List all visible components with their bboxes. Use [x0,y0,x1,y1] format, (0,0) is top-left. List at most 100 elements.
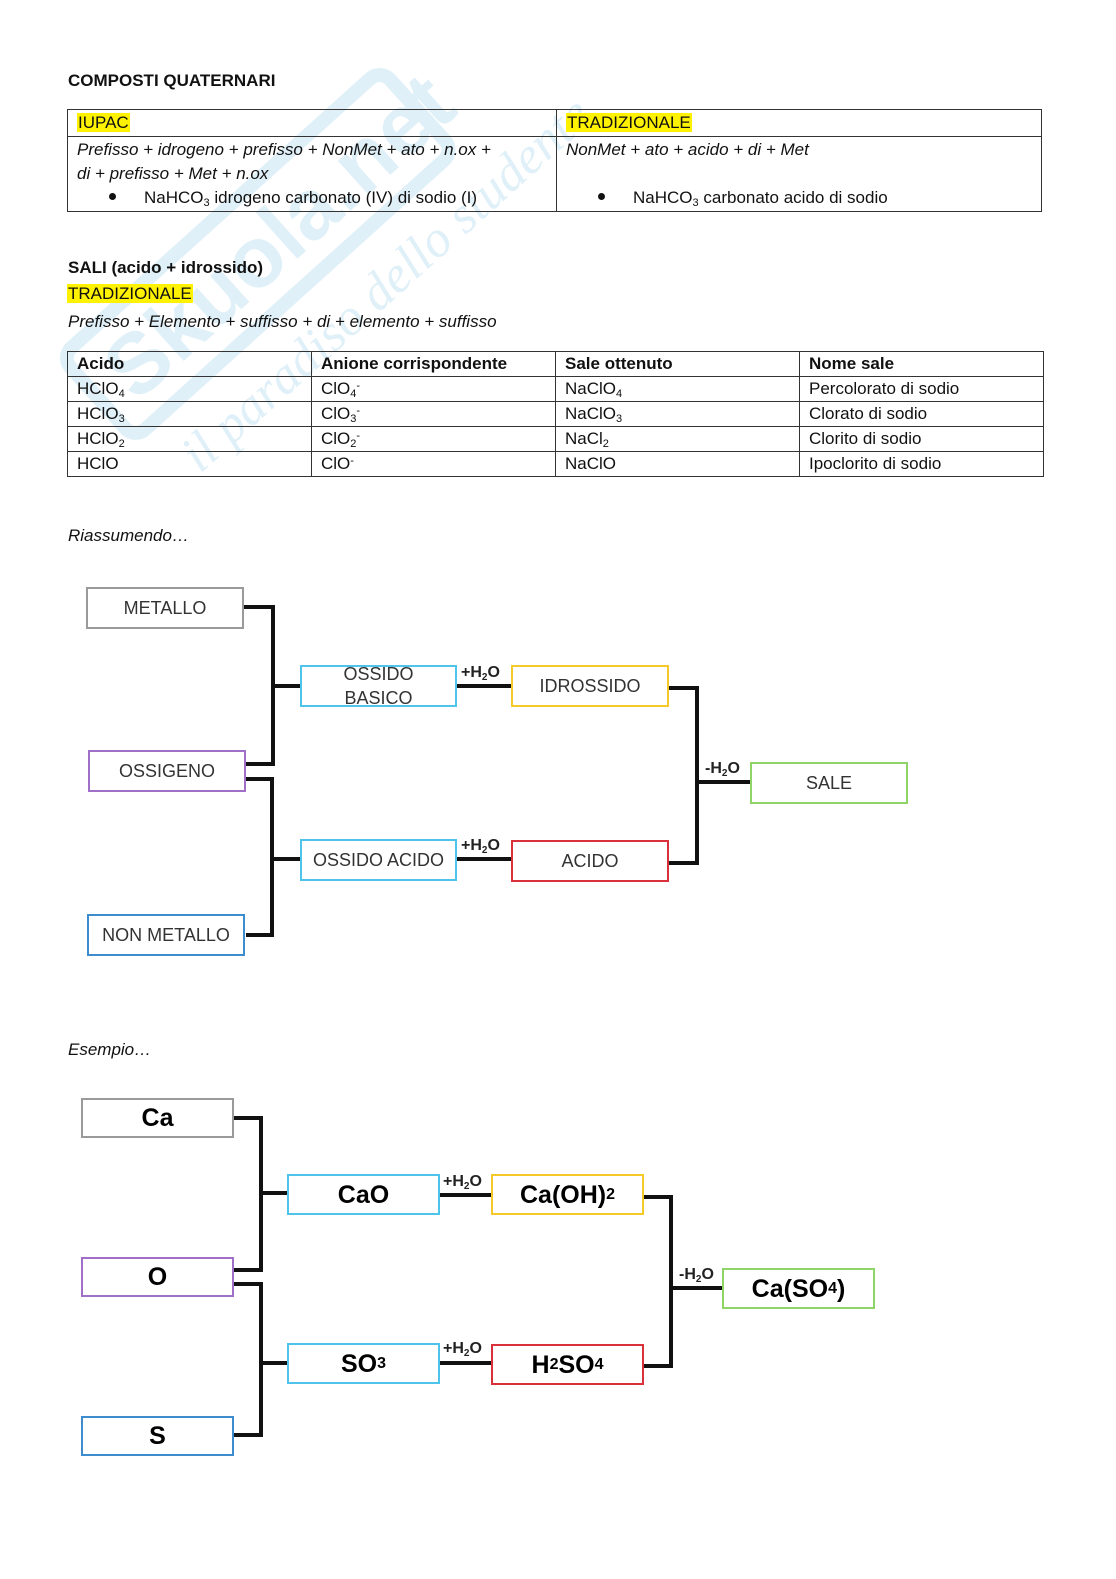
subscript: 2 [695,1274,702,1285]
acid: HClO [77,429,119,448]
trad-header: TRADIZIONALE [566,113,692,132]
iupac-example-formula: NaHCO [144,188,204,207]
bullet-icon [598,193,605,200]
table-row: HClO4 ClO4- NaClO4 Percolorato di sodio [67,376,1044,402]
label-add-water: +H2O [443,1173,482,1192]
box-ossigeno: OSSIGENO [88,750,246,792]
label-text: O [487,837,500,854]
subscript: 3 [692,197,699,209]
superscript: - [356,405,361,417]
sali-table: Acido Anione corrispondente Sale ottenut… [67,351,1044,477]
anion-cell: ClO3- [311,401,556,427]
subscript: 2 [481,672,488,683]
formula-text: Ca(OH) [519,1180,607,1209]
table-row: HClO3 ClO3- NaClO3 Clorato di sodio [67,401,1044,427]
box-idrossido: IDROSSIDO [511,665,669,707]
superscript: - [350,455,354,467]
formula-text: SO [340,1349,378,1378]
formula-text: Ca(SO [751,1274,829,1303]
superscript: - [356,380,361,392]
sali-highlight-text: TRADIZIONALE [67,284,193,303]
label-text: +H [461,837,482,854]
col-header: Nome sale [799,351,1044,377]
subscript: 2 [602,438,609,450]
acid-cell: HClO2 [67,426,312,452]
subscript: 3 [616,413,623,425]
box-acido: ACIDO [511,840,669,882]
label-text: O [469,1173,482,1190]
anion: ClO [321,404,351,423]
salt-cell: NaClO [555,451,800,477]
box-metallo: METALLO [86,587,244,629]
label-text: O [727,760,740,777]
label-remove-water: -H2O [705,760,740,779]
anion: ClO [321,379,351,398]
box-sale: SALE [750,762,908,804]
acid: HClO [77,379,119,398]
label-add-water: +H2O [461,837,500,856]
trad-example-formula: NaHCO [633,188,693,207]
subscript: 3 [118,413,125,425]
subscript: 2 [118,438,125,450]
acid-cell: HClO [67,451,312,477]
connector-line [644,1195,673,1368]
subscript: 2 [350,438,357,450]
anion: ClO [321,454,351,473]
salt: NaCl [565,429,603,448]
subscript: 4 [118,388,125,400]
box-ca: Ca [81,1098,234,1138]
sali-highlight: TRADIZIONALE [67,284,193,304]
superscript: - [356,430,361,442]
iupac-formula-line2: di + prefisso + Met + n.ox [77,164,269,183]
trad-example: NaHCO3 carbonato acido di sodio [566,186,1032,210]
subscript: 2 [721,768,728,779]
name-cell: Clorito di sodio [799,426,1044,452]
trad-rule-cell: NonMet + ato + acido + di + Met NaHCO3 c… [556,136,1042,212]
label-add-water: +H2O [461,664,500,683]
formula-text: H [531,1350,550,1379]
label-text: O [469,1340,482,1357]
label-text: O [701,1266,714,1283]
bullet-icon [109,193,116,200]
summary-intro: Riassumendo… [68,526,189,545]
section-title-sali: SALI (acido + idrossido) [68,258,264,277]
salt: NaClO [565,379,617,398]
acid-cell: HClO4 [67,376,312,402]
box-o: O [81,1257,234,1297]
label-text: +H [443,1173,464,1190]
connector-line [234,1282,263,1437]
trad-example-name: carbonato acido di sodio [703,188,888,207]
acid: HClO [77,454,119,473]
acid: HClO [77,404,119,423]
ossido-basico-line1: OSSIDO [343,664,414,684]
name-cell: Clorato di sodio [799,401,1044,427]
box-caoh2: Ca(OH)2 [491,1174,644,1215]
connector-line [246,777,274,937]
iupac-example: NaHCO3 idrogeno carbonato (IV) di sodio … [77,186,547,210]
anion: ClO [321,429,351,448]
col-header: Sale ottenuto [555,351,800,377]
label-text: -H [705,760,722,777]
subscript: 2 [463,1348,470,1359]
label-text: O [487,664,500,681]
name-cell: Ipoclorito di sodio [799,451,1044,477]
box-non-metallo: NON METALLO [87,914,245,956]
subscript: 4 [616,388,623,400]
table-row: HClO2 ClO2- NaCl2 Clorito di sodio [67,426,1044,452]
formula-text: ) [836,1274,846,1303]
subscript: 4 [350,388,357,400]
sali-rule: Prefisso + Elemento + suffisso + di + el… [68,312,497,331]
subscript: 2 [481,845,488,856]
iupac-formula-line1: Prefisso + idrogeno + prefisso + NonMet … [77,140,491,159]
connector-line [244,605,275,766]
salt: NaClO [565,404,617,423]
box-s: S [81,1416,234,1456]
iupac-rule-cell: Prefisso + idrogeno + prefisso + NonMet … [67,136,557,212]
trad-formula: NonMet + ato + acido + di + Met [566,140,809,159]
iupac-header: IUPAC [77,113,130,132]
connector-line [234,1116,263,1272]
example-intro: Esempio… [68,1040,152,1059]
